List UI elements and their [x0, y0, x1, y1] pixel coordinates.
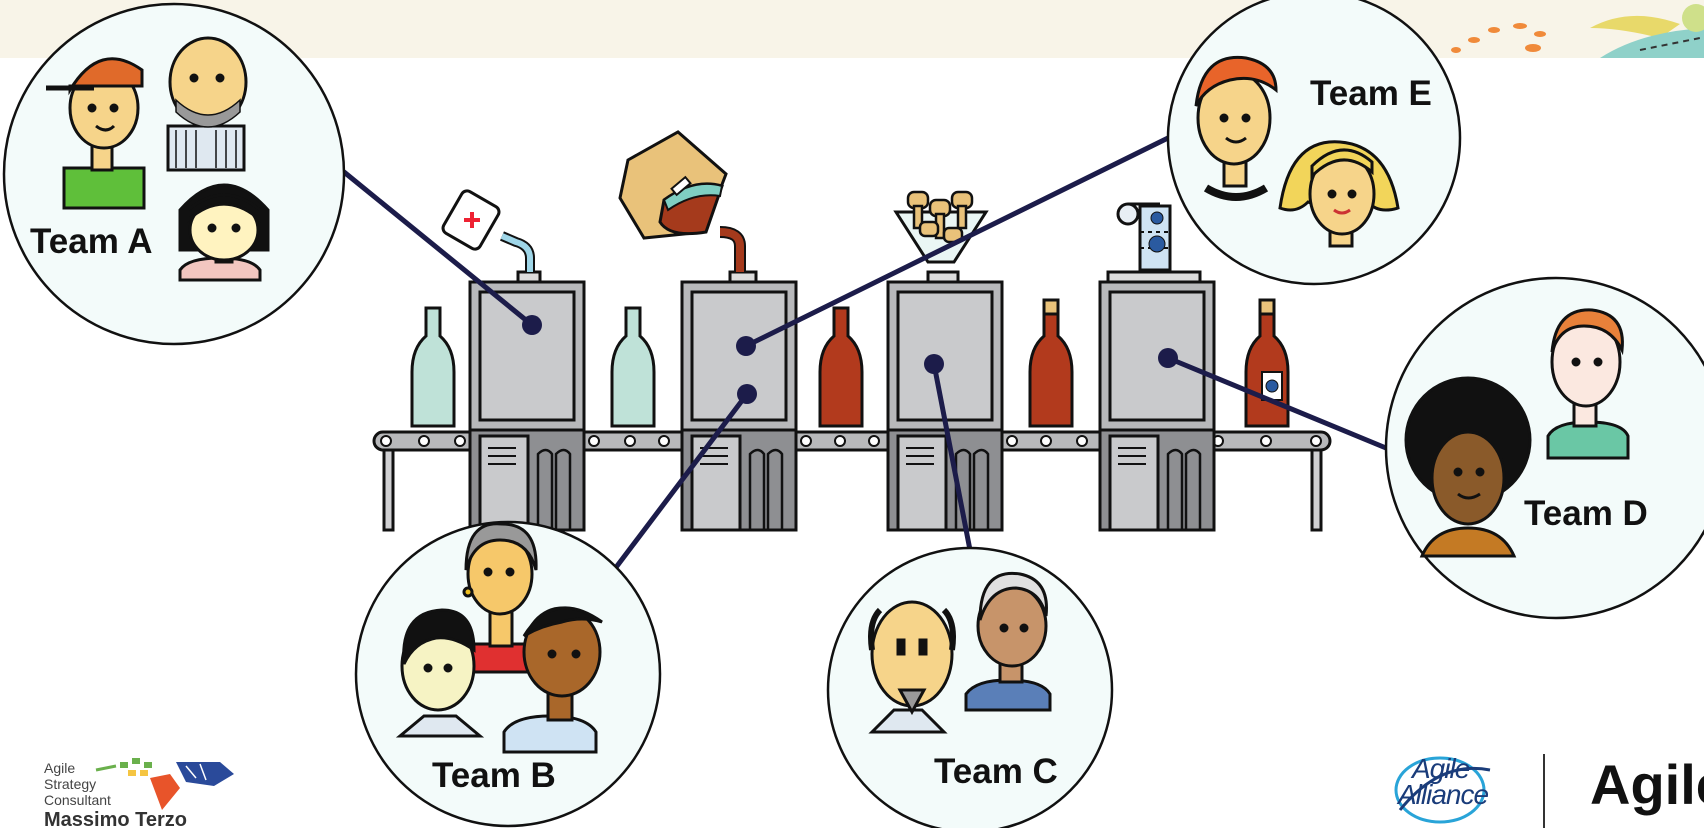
connector-endpoints: [522, 315, 1178, 404]
team-a-label: Team A: [30, 222, 153, 261]
team-d-bubble: [1384, 276, 1704, 620]
connectors: [341, 135, 1389, 573]
decorative-dots: [1451, 4, 1704, 58]
machine-4: [1098, 202, 1216, 532]
team-e-label: Team E: [1310, 74, 1432, 113]
team-a-bubble: [2, 2, 346, 346]
person-icon: [964, 571, 1052, 712]
person-icon: [1404, 376, 1532, 558]
team-d-label: Team D: [1524, 494, 1648, 533]
connector-team-a: [341, 169, 535, 328]
team-b-bubble: [354, 520, 662, 828]
connector-team-d: [1165, 355, 1389, 451]
consultant-name: Massimo Terzo: [44, 809, 187, 831]
person-icon: [395, 608, 485, 738]
machine-2: [618, 130, 798, 532]
connector-team-e: [743, 135, 1171, 349]
team-c-bubble: [826, 546, 1114, 828]
person-icon: [46, 57, 146, 210]
person-icon: [1278, 140, 1400, 248]
machine-1: [441, 189, 586, 532]
team-c-label: Team C: [934, 752, 1058, 791]
bottles: [410, 298, 1290, 428]
person-icon: [868, 600, 956, 734]
consultant-logo-icon: [95, 758, 234, 810]
agile-alliance-logo-text: Agile Alliance: [1398, 753, 1489, 810]
team-b-label: Team B: [432, 756, 556, 795]
team-e-bubble: [1166, 0, 1462, 286]
connector-team-c: [931, 361, 973, 553]
consultant-brand: Agile Strategy Consultant Massimo Terzo: [44, 760, 187, 831]
person-icon: [1194, 55, 1278, 201]
partner-line-2: Alliance: [1398, 779, 1489, 810]
consultant-line-2: Strategy: [44, 776, 97, 792]
person-icon: [502, 606, 603, 754]
consultant-line-3: Consultant: [44, 792, 111, 808]
conveyor-belt: [372, 430, 1332, 532]
connector-team-b: [611, 391, 750, 573]
consultant-line-1: Agile: [44, 760, 76, 776]
machine-3: [886, 190, 1004, 532]
partner-line-1: Agile: [1412, 753, 1470, 784]
person-icon: [166, 36, 248, 172]
person-icon: [178, 183, 270, 282]
agile-alliance-logo-icon: [1394, 754, 1545, 828]
person-icon: [1546, 308, 1630, 460]
event-logo-text: Agile: [1590, 753, 1704, 816]
